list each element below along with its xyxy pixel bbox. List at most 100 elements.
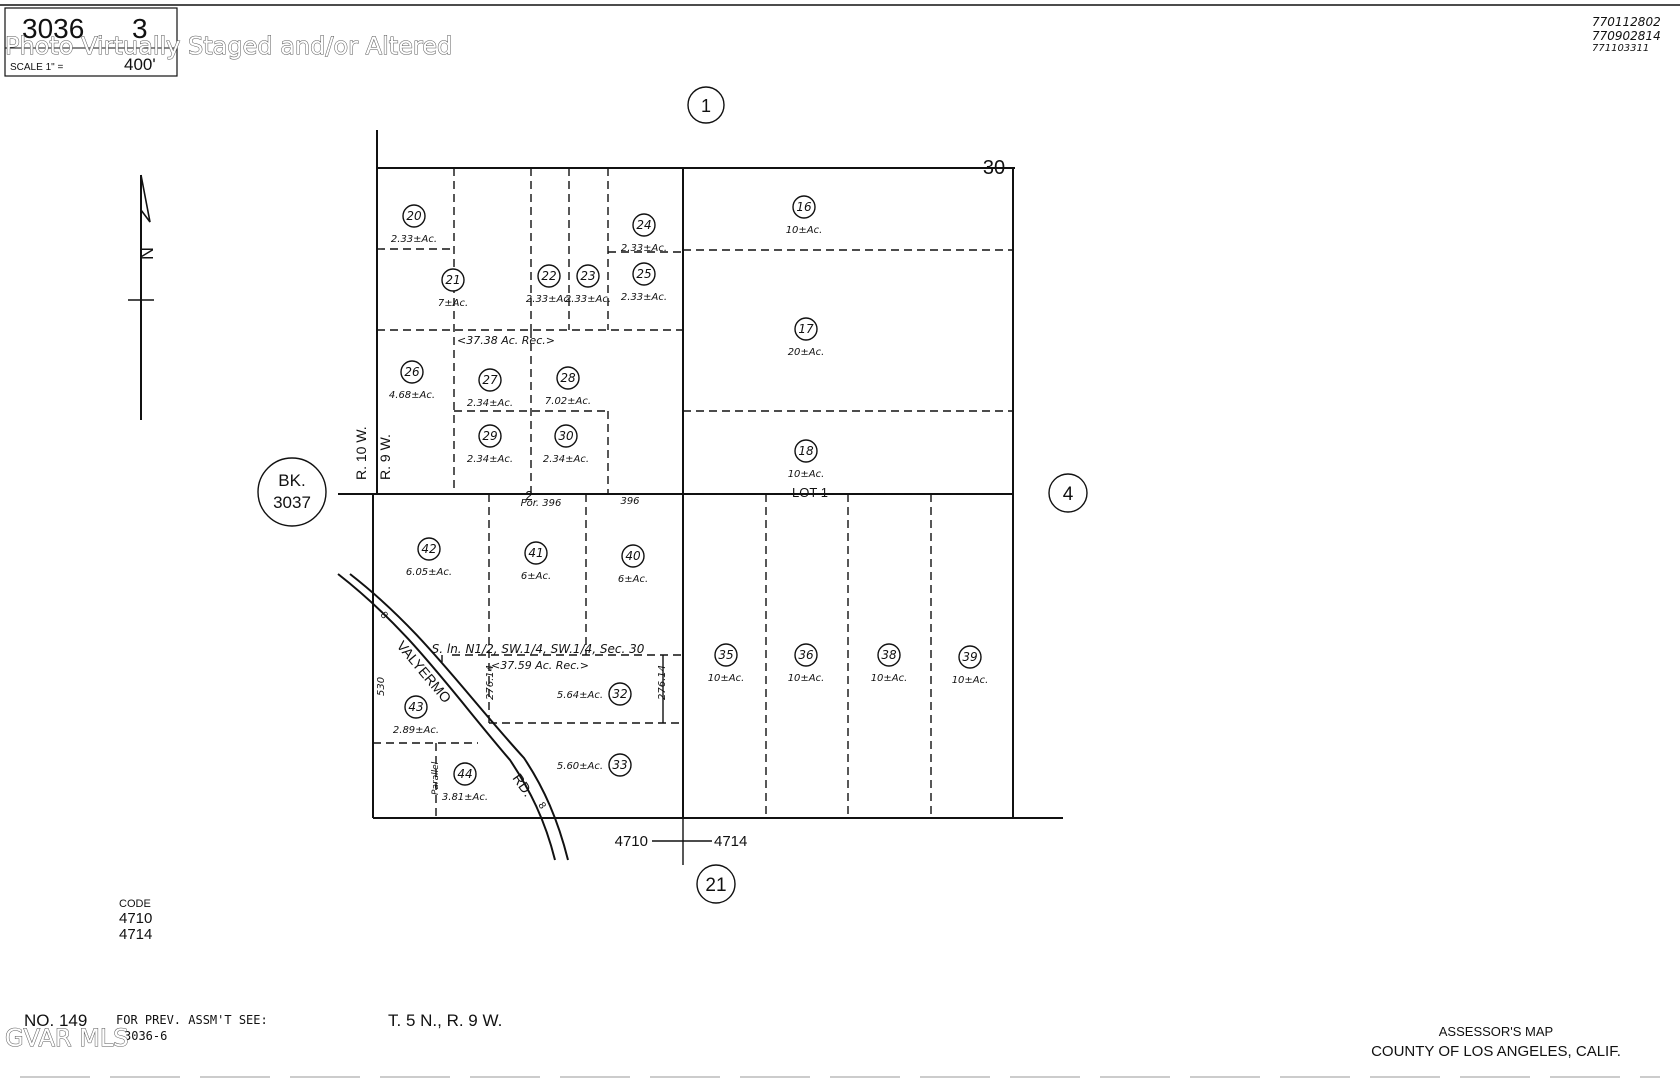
parcel-number: 32 — [612, 687, 627, 701]
page-number: 3 — [132, 13, 148, 44]
dim-276-right: 276.14 — [657, 665, 668, 700]
parcel-number-circle — [404, 695, 428, 719]
parcel-area: 2.33±Ac. — [565, 294, 611, 305]
parcel-area: 10±Ac. — [952, 675, 989, 686]
parcel-number: 30 — [558, 429, 574, 443]
mls-watermark: GVAR MLS — [5, 1024, 129, 1052]
svg-text:4: 4 — [1063, 484, 1074, 505]
parcel-number: 40 — [625, 549, 641, 563]
parcel-number: 17 — [798, 322, 814, 336]
parcel-area: 2.89±Ac. — [393, 725, 439, 736]
footer: NO. 149 FOR PREV. ASSM'T SEE: 3036-6 GVA… — [5, 1011, 1660, 1078]
north-arrow-icon: N — [128, 174, 157, 420]
scale-value: 400' — [124, 55, 156, 74]
parcel-number-circle — [958, 645, 982, 669]
parcel-25[interactable]: 252.33±Ac. — [621, 262, 667, 303]
parcel-area: 6.05±Ac. — [406, 567, 452, 578]
prev-assessment-ref: 3036-6 — [124, 1029, 167, 1043]
parcel-number: 24 — [636, 218, 651, 232]
parcel-area: 5.60±Ac. — [557, 761, 603, 772]
parcel-number-circle — [794, 439, 818, 463]
parcel-36[interactable]: 36 10±Ac. — [788, 643, 825, 684]
code-box-title: CODE — [119, 898, 151, 910]
parcel-40[interactable]: 40 6±Ac. — [618, 544, 648, 585]
parcel-number-circle — [632, 262, 656, 286]
parcel-number-circle — [714, 643, 738, 667]
parcel-number: 35 — [718, 648, 733, 662]
parcel-number: 23 — [580, 269, 595, 283]
code-box-4710: 4710 — [119, 910, 152, 927]
parcel-22[interactable]: 22 2.33±Ac. — [526, 264, 572, 305]
parcel-number: 41 — [528, 546, 543, 560]
dim-276-left: 276.14 — [485, 665, 496, 700]
revision-code-3: 771103311 — [1592, 43, 1649, 54]
parcel-area: 5.64±Ac. — [557, 690, 603, 701]
parcel-20[interactable]: 202.33±Ac. — [391, 204, 437, 245]
parcel-area: 6±Ac. — [618, 574, 648, 585]
parcel-44[interactable]: 443.81±Ac. — [442, 762, 488, 803]
parcel-30[interactable]: 30 2.34±Ac. — [543, 424, 589, 465]
adjoining-page-north[interactable]: 1 — [687, 86, 725, 124]
parcel-area: 10±Ac. — [788, 469, 825, 480]
parcel-number: 26 — [404, 365, 420, 379]
parcel-21[interactable]: 217±Ac. — [438, 268, 468, 309]
adjoining-book-west[interactable]: BK. 3037 — [257, 457, 327, 527]
road-suffix-label: RD. — [510, 771, 537, 800]
lot-1-label: LOT 1 — [792, 485, 828, 500]
parcel-number: 22 — [541, 269, 556, 283]
parcel-33[interactable]: 33 5.60±Ac. — [557, 753, 632, 777]
parcel-number: 33 — [612, 758, 627, 772]
legal-description: S. ln. N1/2, SW.1/4, SW.1/4, Sec. 30 — [432, 642, 645, 656]
parcel-29[interactable]: 292.34±Ac. — [467, 424, 513, 465]
parcel-number: 43 — [408, 700, 423, 714]
parcel-area: 4.68±Ac. — [389, 390, 435, 401]
parcel-number: 36 — [798, 648, 814, 662]
map-ref-number: NO. 149 — [24, 1011, 87, 1030]
road-number-top: 8 — [378, 610, 390, 622]
parcel-39[interactable]: 39 10±Ac. — [952, 645, 989, 686]
parcel-number-circle — [453, 762, 477, 786]
code-area-4714: 4714 — [714, 833, 747, 850]
range-9w: R. 9 W. — [377, 434, 393, 480]
parcel-area: 2.33±Ac. — [526, 294, 572, 305]
parcel-27[interactable]: 272.34±Ac. — [467, 368, 513, 409]
parcel-32[interactable]: 32 5.64±Ac. — [557, 682, 632, 706]
map-number: 3036 — [22, 13, 84, 44]
rec-lower-label: <37.59 Ac. Rec.> — [491, 659, 589, 672]
parcel-number: 39 — [962, 650, 977, 664]
parcel-area: 7±Ac. — [438, 298, 468, 309]
staged-watermark: Photo Virtually Staged and/or Altered — [5, 32, 452, 60]
parcel-number-circle — [632, 213, 656, 237]
prev-assessment-label: FOR PREV. ASSM'T SEE: — [116, 1013, 268, 1027]
parcel-28[interactable]: 287.02±Ac. — [545, 366, 591, 407]
parcel-23[interactable]: 23 2.33±Ac. — [565, 264, 611, 305]
parcel-area: 2.34±Ac. — [543, 454, 589, 465]
code-box: CODE 4710 4714 — [119, 898, 152, 943]
parcel-26[interactable]: 26 4.68±Ac. — [389, 360, 435, 401]
scale-prefix: SCALE 1" = — [10, 62, 63, 73]
section-number: 30 — [983, 157, 1005, 179]
parcel-number-circle — [478, 368, 502, 392]
annotations: <37.38 Ac. Rec.> <37.59 Ac. Rec.> S. ln.… — [376, 334, 828, 850]
parcel-number-circle — [441, 268, 465, 292]
parallel-label: Parallel — [431, 761, 441, 795]
parcel-number-circle — [400, 360, 424, 384]
parcel-41[interactable]: 416±Ac. — [521, 541, 551, 582]
parcel-number-circle — [554, 424, 578, 448]
parcel-number: 42 — [421, 542, 436, 556]
dim-530: 530 — [376, 677, 387, 696]
parcel-42[interactable]: 42 6.05±Ac. — [406, 537, 452, 578]
parcel-area: 10±Ac. — [788, 673, 825, 684]
parcel-24[interactable]: 242.33±Ac. — [621, 213, 667, 254]
adjoining-page-east[interactable]: 4 — [1048, 473, 1088, 513]
adjoining-page-south[interactable]: 21 — [696, 864, 736, 904]
num-396-label: 396 — [620, 496, 639, 507]
parcel-43[interactable]: 43 2.89±Ac. — [393, 695, 439, 736]
